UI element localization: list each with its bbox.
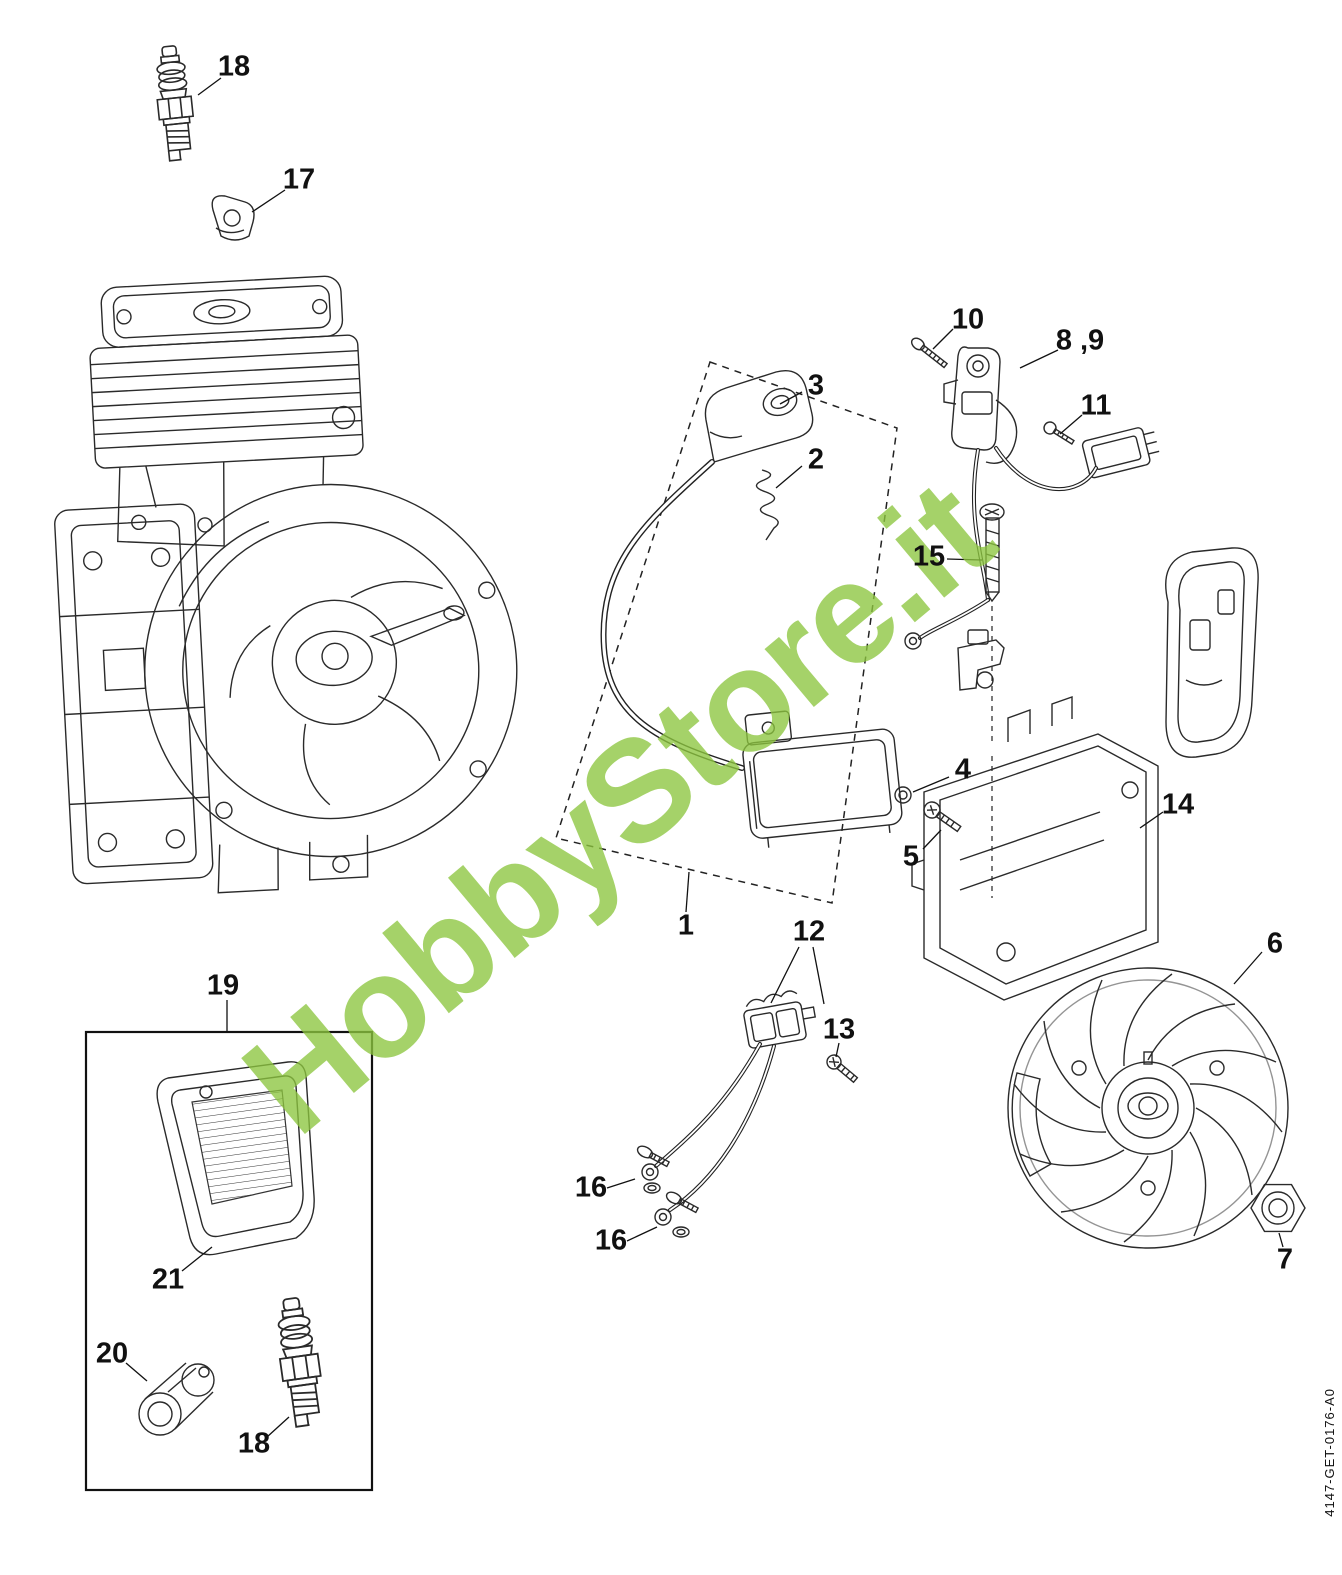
part-label-2: 2 — [807, 443, 825, 476]
part-label-7: 7 — [1276, 1243, 1294, 1276]
part-label-3: 3 — [807, 369, 825, 402]
part-label-8-9: 8 ,9 — [1055, 324, 1105, 357]
screw-11-drawing — [1043, 421, 1075, 445]
part-label-17: 17 — [282, 163, 316, 196]
spark-plug-top-drawing — [151, 43, 199, 163]
part-label-21: 21 — [151, 1263, 185, 1296]
leader-lines — [125, 77, 1284, 1438]
part-label-13: 13 — [822, 1013, 856, 1046]
screw-16b-drawing — [665, 1191, 700, 1238]
screw-10-drawing — [910, 337, 949, 369]
screw-5-drawing — [923, 801, 962, 833]
contact-spring-drawing — [943, 346, 1018, 464]
connector-drawing — [1081, 427, 1160, 479]
part-label-4: 4 — [954, 753, 972, 786]
engine-assembly-drawing — [54, 275, 518, 894]
ground-bracket-drawing — [957, 629, 1005, 691]
part-label-19: 19 — [206, 969, 240, 1002]
part-label-1: 1 — [677, 909, 695, 942]
spark-plug-bottom-drawing — [270, 1295, 329, 1429]
boot-cap-drawing — [211, 195, 255, 241]
drawing-code: 4147-GET-0176-A0 — [1322, 1388, 1337, 1517]
screw-15-drawing — [979, 503, 1005, 603]
part-label-16b: 16 — [594, 1224, 628, 1257]
plug-drawing — [138, 1362, 215, 1436]
washer-4-drawing — [894, 786, 912, 804]
air-filter-drawing — [156, 1061, 315, 1256]
spring-drawing — [755, 469, 779, 541]
screw-16a-drawing — [636, 1145, 671, 1194]
harness-wires-drawing — [641, 1042, 776, 1226]
part-label-5: 5 — [902, 840, 920, 873]
ignition-boot-drawing — [704, 370, 814, 463]
module-assembly-boundary — [555, 361, 898, 904]
nut-drawing — [1250, 1183, 1306, 1233]
part-label-6: 6 — [1266, 927, 1284, 960]
part-label-14: 14 — [1161, 788, 1195, 821]
part-label-20: 20 — [95, 1337, 129, 1370]
cover-plate-drawing — [1165, 547, 1259, 758]
housing-drawing — [911, 696, 1159, 1001]
part-label-16a: 16 — [574, 1171, 608, 1204]
screw-13-drawing — [826, 1054, 859, 1084]
part-label-10: 10 — [951, 303, 985, 336]
flywheel-drawing — [1007, 967, 1289, 1249]
ignition-cable-drawing — [600, 459, 745, 771]
part-label-11: 11 — [1080, 389, 1112, 422]
filter-box-outline — [84, 1030, 374, 1492]
part-label-12: 12 — [792, 915, 826, 948]
part-label-15: 15 — [912, 540, 946, 573]
part-label-18-bottom: 18 — [237, 1427, 271, 1460]
harness-switch-drawing — [743, 990, 817, 1049]
ignition-module-drawing — [742, 710, 903, 848]
part-label-18-top: 18 — [217, 50, 251, 83]
